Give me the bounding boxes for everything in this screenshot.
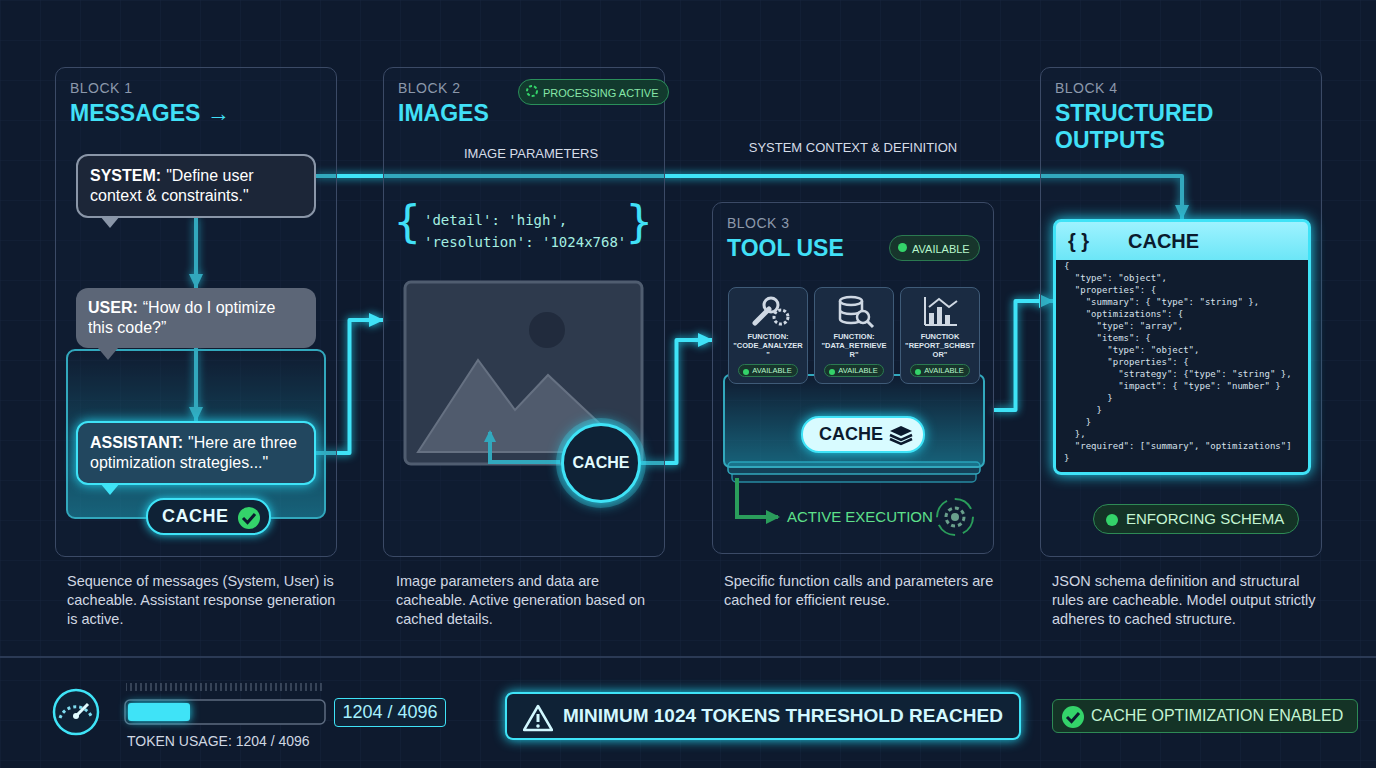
icon bbox=[523, 704, 553, 736]
cache-pill: CACHE bbox=[146, 498, 271, 535]
code: "items": { bbox=[1056, 332, 1308, 344]
token-count: 1204 / 4096 bbox=[334, 698, 446, 727]
code: "properties": { bbox=[1056, 284, 1308, 296]
enft: ENFORCING SCHEMA bbox=[1126, 510, 1284, 527]
scale-ticks bbox=[126, 683, 324, 691]
status-pill: AVAILABLE bbox=[889, 235, 980, 261]
minip: AVAILABLE bbox=[824, 364, 883, 377]
minip: AVAILABLE bbox=[910, 364, 969, 377]
code: "optimizations": { bbox=[1056, 308, 1308, 320]
bant: MINIMUM 1024 TOKENS THRESHOLD REACHED bbox=[563, 705, 1003, 726]
status-pill: ENFORCING SCHEMA bbox=[1093, 504, 1299, 534]
hsub: BLOCK 4 bbox=[1055, 80, 1307, 96]
hsub: BLOCK 1 bbox=[70, 80, 322, 96]
brace: } bbox=[626, 196, 653, 247]
code: }, bbox=[1056, 428, 1308, 440]
parameter-text: 'detail': 'high', bbox=[424, 212, 567, 228]
code: } bbox=[1056, 416, 1308, 428]
code: "impact": { "type": "number" } bbox=[1056, 380, 1308, 392]
proct: PROCESSING ACTIVE bbox=[543, 87, 659, 99]
function-card: FUNCTIOK "REPORT_SCHBSTOR" AVAILABLE bbox=[900, 287, 980, 384]
function-card: FUNCTION: "CODE_ANALYZER" AVAILABLE bbox=[728, 287, 808, 384]
cachedk: CACHE bbox=[819, 424, 883, 444]
hmain: STRUCTURED OUTPUTS bbox=[1055, 100, 1307, 154]
icon bbox=[833, 293, 877, 333]
separator bbox=[0, 656, 1376, 658]
cache-pill: CACHE bbox=[801, 416, 925, 453]
icon bbox=[237, 506, 261, 534]
connector-label: SYSTEM CONTEXT & DEFINITION bbox=[746, 140, 961, 155]
code: "required": ["summary", "optimizations"] bbox=[1056, 440, 1308, 452]
minip: AVAILABLE bbox=[738, 364, 797, 377]
function-card: FUNCTION: "DATA_RETRIEVER" AVAILABLE bbox=[814, 287, 894, 384]
block-description: Sequence of messages (System, User) is c… bbox=[67, 572, 339, 629]
tokt: 1204 / 4096 bbox=[342, 702, 437, 722]
bold: SYSTEM: bbox=[90, 167, 161, 184]
schema-panel: { }CACHE{ "type": "object", "properties"… bbox=[1053, 219, 1311, 475]
icon bbox=[919, 293, 963, 333]
block-description: Specific function calls and parameters a… bbox=[724, 572, 996, 610]
icon bbox=[888, 423, 914, 451]
token-usage-label: TOKEN USAGE: 1204 / 4096 bbox=[127, 733, 310, 749]
cardt: FUNCTION: "DATA_RETRIEVER" bbox=[819, 332, 889, 359]
parameter-text: 'resolution': '1024x768' bbox=[424, 234, 626, 250]
cache-circle: CACHE bbox=[561, 423, 641, 503]
enabt: CACHE OPTIMIZATION ENABLED bbox=[1091, 707, 1343, 724]
hmain: MESSAGES → bbox=[70, 100, 322, 127]
code: "type": "array", bbox=[1056, 320, 1308, 332]
progress-fill bbox=[128, 703, 190, 721]
cardt: FUNCTIOK "REPORT_SCHBSTOR" bbox=[905, 332, 975, 359]
execution-label: ACTIVE EXECUTION bbox=[787, 508, 933, 525]
hsub: BLOCK 3 bbox=[727, 215, 979, 231]
section-label: IMAGE PARAMETERS bbox=[464, 146, 598, 161]
code: "type": "object", bbox=[1056, 272, 1308, 284]
status-pill: PROCESSING ACTIVE bbox=[518, 79, 669, 105]
code: "summary": { "type": "string" }, bbox=[1056, 296, 1308, 308]
hmain: IMAGES bbox=[398, 100, 650, 127]
cardt: FUNCTION: "CODE_ANALYZER" bbox=[733, 332, 803, 359]
cachet: CACHE bbox=[162, 506, 229, 526]
block-description: JSON schema definition and structural ru… bbox=[1052, 572, 1324, 629]
code: } bbox=[1056, 404, 1308, 416]
block-description: Image parameters and data are cacheable.… bbox=[396, 572, 668, 629]
message-block: BLOCK 1 MESSAGES → SYSTEM:"Define user con… bbox=[55, 67, 337, 557]
code: } bbox=[1056, 452, 1308, 464]
tool-block: BLOCK 3TOOL USEAVAILABLEFUNCTION: "CODE_… bbox=[712, 202, 994, 554]
user-message: USER:“How do I optimize this code?” bbox=[76, 288, 316, 348]
code: "strategy": {"type": "string" }, bbox=[1056, 368, 1308, 380]
code: "type": "object", bbox=[1056, 344, 1308, 356]
icon bbox=[1061, 705, 1085, 733]
progress-bar bbox=[125, 700, 325, 724]
bold: USER: bbox=[88, 299, 138, 316]
availt: AVAILABLE bbox=[912, 243, 970, 255]
jc: CACHE bbox=[1128, 222, 1199, 260]
gauge-icon bbox=[54, 690, 98, 734]
outputs-block: BLOCK 4 STRUCTURED OUTPUTS { }CACHE{ "type… bbox=[1040, 67, 1322, 557]
status-pill: CACHE OPTIMIZATION ENABLED bbox=[1052, 699, 1358, 733]
icon bbox=[525, 84, 539, 102]
circt: CACHE bbox=[573, 454, 630, 472]
assistant-message: ASSISTANT:"Here are three optimization s… bbox=[76, 421, 316, 485]
code: { bbox=[1056, 260, 1308, 272]
jb: { } bbox=[1068, 222, 1128, 260]
images-block: BLOCK 2IMAGESPROCESSING ACTIVECACHE bbox=[383, 67, 665, 557]
bold: ASSISTANT: bbox=[90, 434, 183, 451]
code: } bbox=[1056, 392, 1308, 404]
threshold-banner: MINIMUM 1024 TOKENS THRESHOLD REACHED bbox=[505, 692, 1021, 740]
brace: { bbox=[394, 196, 421, 247]
system-message: SYSTEM:"Define user context & constraint… bbox=[76, 154, 316, 218]
code: "properties": { bbox=[1056, 356, 1308, 368]
icon bbox=[747, 293, 791, 333]
